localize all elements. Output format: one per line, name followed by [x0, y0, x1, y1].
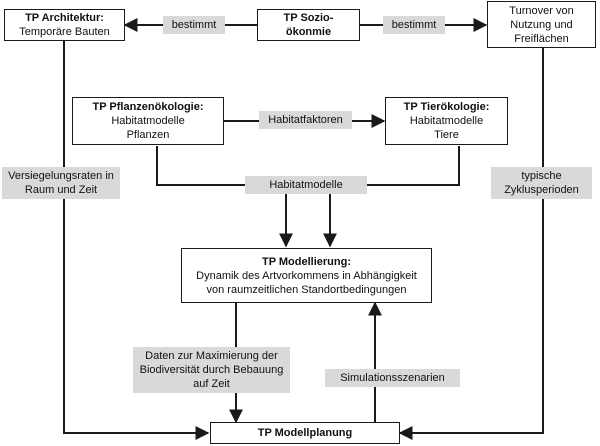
modellierung-line1: Dynamik des Artvorkommens in Abhängigkei…	[196, 269, 417, 282]
label-simulationsszenarien: Simulationsszenarien	[325, 369, 460, 387]
zyklus-line2: Zyklusperioden	[504, 184, 579, 196]
box-tp-soziooekonomie: TP Sozio- ökonmie	[257, 9, 360, 41]
architektur-text: Temporäre Bauten	[19, 26, 110, 38]
label-daten-maximierung: Daten zur Maximierung der Biodiversität …	[133, 347, 290, 393]
label-bestimmt-left: bestimmt	[163, 16, 225, 34]
box-turnover: Turnover von Nutzung und Freiflächen	[487, 1, 596, 48]
box-tp-architektur: TP Architektur: Temporäre Bauten	[4, 9, 125, 41]
sozio-title-line2: ökonmie	[285, 26, 332, 38]
daten-line2: Biodiversität durch Bebauung	[139, 364, 284, 376]
zyklus-line1: typische	[521, 170, 562, 182]
box-tp-tieroekologie: TP Tierökologie: Habitatmodelle Tiere	[385, 97, 508, 145]
modellierung-title: TP Modellierung:	[261, 255, 352, 268]
architektur-title: TP Architektur:	[25, 12, 104, 24]
box-tp-pflanzenoekologie: TP Pflanzenökologie: Habitatmodelle Pfla…	[72, 97, 224, 145]
turnover-line2: Nutzung und	[510, 18, 573, 31]
sozio-title-line1: TP Sozio-	[283, 12, 334, 24]
pflanzen-line2: Pflanzen	[126, 129, 170, 141]
daten-line3: auf Zeit	[193, 378, 230, 390]
pflanzen-line1: Habitatmodelle	[111, 115, 185, 127]
modellplanung-title: TP Modellplanung	[257, 427, 353, 439]
label-zyklusperioden: typische Zyklusperioden	[491, 167, 592, 199]
tiere-title: TP Tierökologie:	[403, 101, 490, 113]
turnover-line3: Freiflächen	[514, 32, 569, 45]
modellierung-line2: von raumzeitlichen Standortbedingungen	[206, 283, 407, 296]
pflanzen-title: TP Pflanzenökologie:	[92, 101, 204, 113]
tiere-line1: Habitatmodelle	[409, 115, 484, 127]
versiegelung-line1: Versiegelungsraten in	[8, 170, 114, 182]
box-tp-modellplanung: TP Modellplanung	[210, 422, 400, 444]
turnover-line1: Turnover von	[509, 4, 574, 17]
daten-line1: Daten zur Maximierung der	[145, 350, 278, 362]
label-habitatmodelle: Habitatmodelle	[245, 176, 367, 194]
label-bestimmt-right: bestimmt	[383, 16, 445, 34]
label-versiegelungsraten: Versiegelungsraten in Raum und Zeit	[2, 167, 120, 199]
tiere-line2: Tiere	[434, 129, 459, 141]
label-habitatfaktoren: Habitatfaktoren	[259, 111, 352, 129]
box-tp-modellierung: TP Modellierung: Dynamik des Artvorkomme…	[181, 248, 432, 303]
versiegelung-line2: Raum und Zeit	[24, 184, 98, 196]
